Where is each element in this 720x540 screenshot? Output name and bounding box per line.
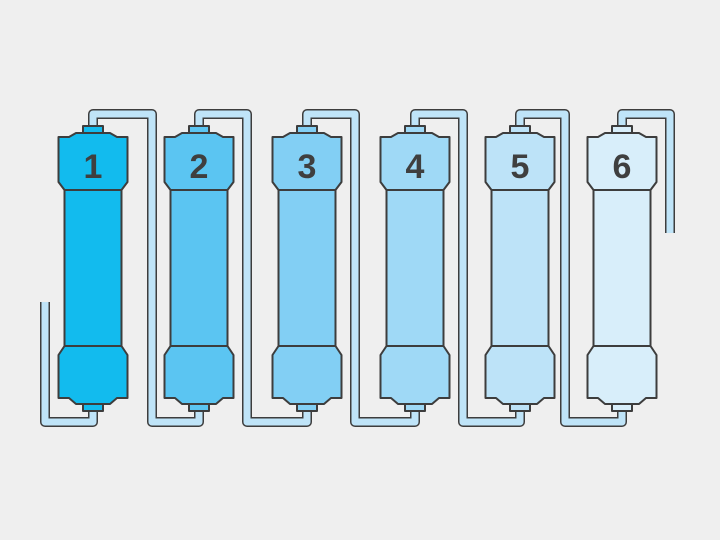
top-cap [57, 132, 129, 191]
tube-4-to-5-fill [411, 110, 524, 426]
bottom-cap [586, 345, 658, 405]
filter-2: 2 [163, 125, 235, 412]
bottom-cap [484, 345, 556, 405]
tube-1-to-2 [88, 109, 204, 427]
filter-number-label: 1 [84, 148, 103, 186]
filter-number-label: 4 [406, 148, 425, 186]
filter-body [277, 189, 337, 347]
tube-3-to-4 [302, 109, 420, 427]
outlet-tube [617, 109, 675, 233]
bottom-cap [379, 345, 451, 405]
filter-body [169, 189, 229, 347]
filter-number-label: 6 [613, 148, 632, 186]
filter-body [385, 189, 445, 347]
inlet-tube-fill [41, 302, 97, 426]
bottom-cap [271, 345, 343, 405]
tube-1-to-2-fill [89, 110, 203, 426]
top-cap [379, 132, 451, 191]
filter-6: 6 [586, 125, 658, 412]
tube-5-to-6-fill [516, 110, 626, 426]
tube-4-to-5 [410, 109, 525, 427]
filter-1: 1 [57, 125, 129, 412]
filter-5: 5 [484, 125, 556, 412]
bottom-cap [163, 345, 235, 405]
top-cap [163, 132, 235, 191]
filter-body [490, 189, 550, 347]
tube-2-to-3 [194, 109, 312, 427]
filter-3: 3 [271, 125, 343, 412]
inlet-tube [40, 302, 98, 427]
top-cap [271, 132, 343, 191]
filter-number-label: 5 [511, 148, 530, 186]
bottom-cap [57, 345, 129, 405]
outlet-tube-fill [618, 110, 674, 233]
filter-4: 4 [379, 125, 451, 412]
tube-3-to-4-fill [303, 110, 419, 426]
filter-number-label: 2 [190, 148, 209, 186]
top-cap [484, 132, 556, 191]
filter-number-label: 3 [298, 148, 317, 186]
tube-2-to-3-fill [195, 110, 311, 426]
filter-body [63, 189, 123, 347]
tube-5-to-6 [515, 109, 627, 427]
filter-body [592, 189, 652, 347]
top-cap [586, 132, 658, 191]
